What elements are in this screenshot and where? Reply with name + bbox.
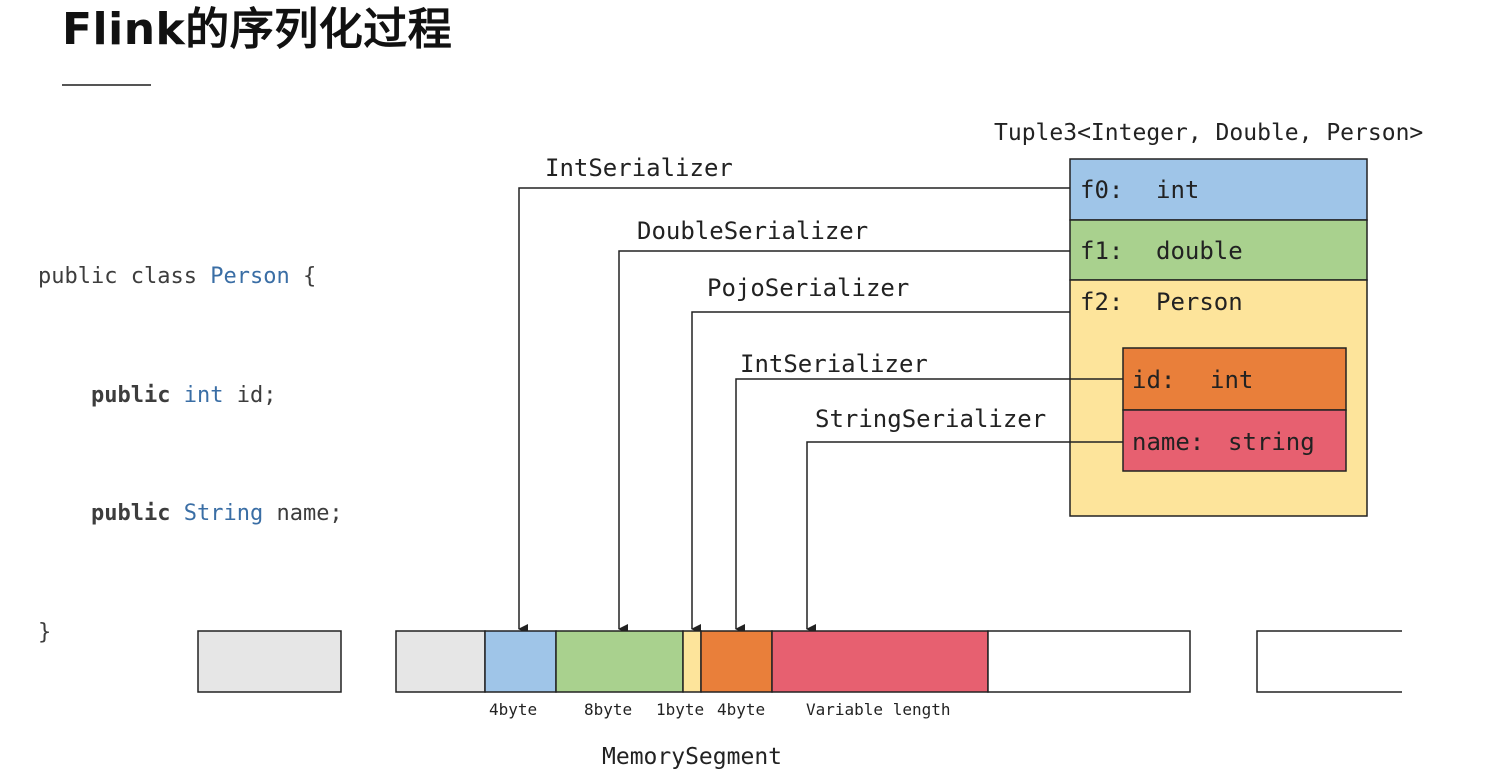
connector-string <box>806 441 1123 634</box>
segment-size-string: Variable length <box>806 700 951 719</box>
memory-segment-pojo-flag <box>682 630 702 693</box>
segment-size-int-f0: 4byte <box>489 700 537 719</box>
memory-segment-used <box>395 630 486 693</box>
code-open-brace: { <box>302 264 317 289</box>
code-keyword-public: public <box>90 501 171 526</box>
tuple-field-f1-box <box>1069 219 1368 281</box>
person-field-id-type: int <box>1210 366 1253 394</box>
person-field-name-type: string <box>1228 428 1315 456</box>
segment-size-double: 8byte <box>584 700 632 719</box>
connector-double <box>618 250 1070 634</box>
serializer-label-string: StringSerializer <box>815 405 1046 433</box>
code-line-4: } <box>38 613 343 653</box>
serializer-label-pojo: PojoSerializer <box>707 274 909 302</box>
tuple-field-f1-type: double <box>1156 237 1243 265</box>
person-field-id-name: id: <box>1132 366 1175 394</box>
code-block: public class Person { public int id; pub… <box>38 178 343 692</box>
tuple-field-f2-type: Person <box>1156 288 1243 316</box>
code-keyword-public: public <box>90 382 171 408</box>
memory-segment-free <box>987 630 1191 693</box>
memory-segment-string <box>771 630 989 693</box>
memory-segment-label: MemorySegment <box>602 744 782 770</box>
tuple-field-f1-name: f1: <box>1080 237 1123 265</box>
memory-segment-int-f0 <box>484 630 557 693</box>
code-close-brace: } <box>38 619 52 645</box>
serializer-label-double: DoubleSerializer <box>637 217 868 245</box>
memory-segment-int-id <box>700 630 773 693</box>
tuple-field-f0-type: int <box>1156 176 1199 204</box>
code-type-string: String <box>183 501 264 526</box>
tuple-type-label: Tuple3<Integer, Double, Person> <box>994 120 1423 146</box>
code-type-int: int <box>183 382 224 408</box>
code-keyword-class: class <box>130 264 197 289</box>
code-line-1: public class Person { <box>38 257 343 297</box>
segment-size-int-id: 4byte <box>717 700 765 719</box>
title-underline <box>62 84 151 86</box>
tuple-field-f2-name: f2: <box>1080 288 1123 316</box>
person-field-name-box <box>1122 409 1347 472</box>
serializer-label-int-f0: IntSerializer <box>545 154 733 182</box>
code-keyword-public: public <box>38 264 118 289</box>
memory-segment-double <box>555 630 684 693</box>
tuple-field-f0-name: f0: <box>1080 176 1123 204</box>
code-line-2: public int id; <box>38 376 343 416</box>
serializer-label-int-id: IntSerializer <box>740 350 928 378</box>
code-field-id: id; <box>236 382 277 408</box>
code-line-3: public String name; <box>38 494 343 534</box>
connector-int-id <box>735 378 1123 634</box>
page-title: Flink的序列化过程 <box>62 4 453 55</box>
person-field-id-box <box>1122 347 1347 411</box>
memory-segment-previous <box>197 630 342 693</box>
code-class-name: Person <box>210 264 290 289</box>
connector-int-f0 <box>518 187 1070 634</box>
code-field-name: name; <box>276 501 343 526</box>
segment-size-pojo-flag: 1byte <box>656 700 704 719</box>
person-field-name-name: name: <box>1132 428 1204 456</box>
memory-segment-next <box>1256 630 1402 693</box>
connector-pojo <box>691 311 1070 634</box>
